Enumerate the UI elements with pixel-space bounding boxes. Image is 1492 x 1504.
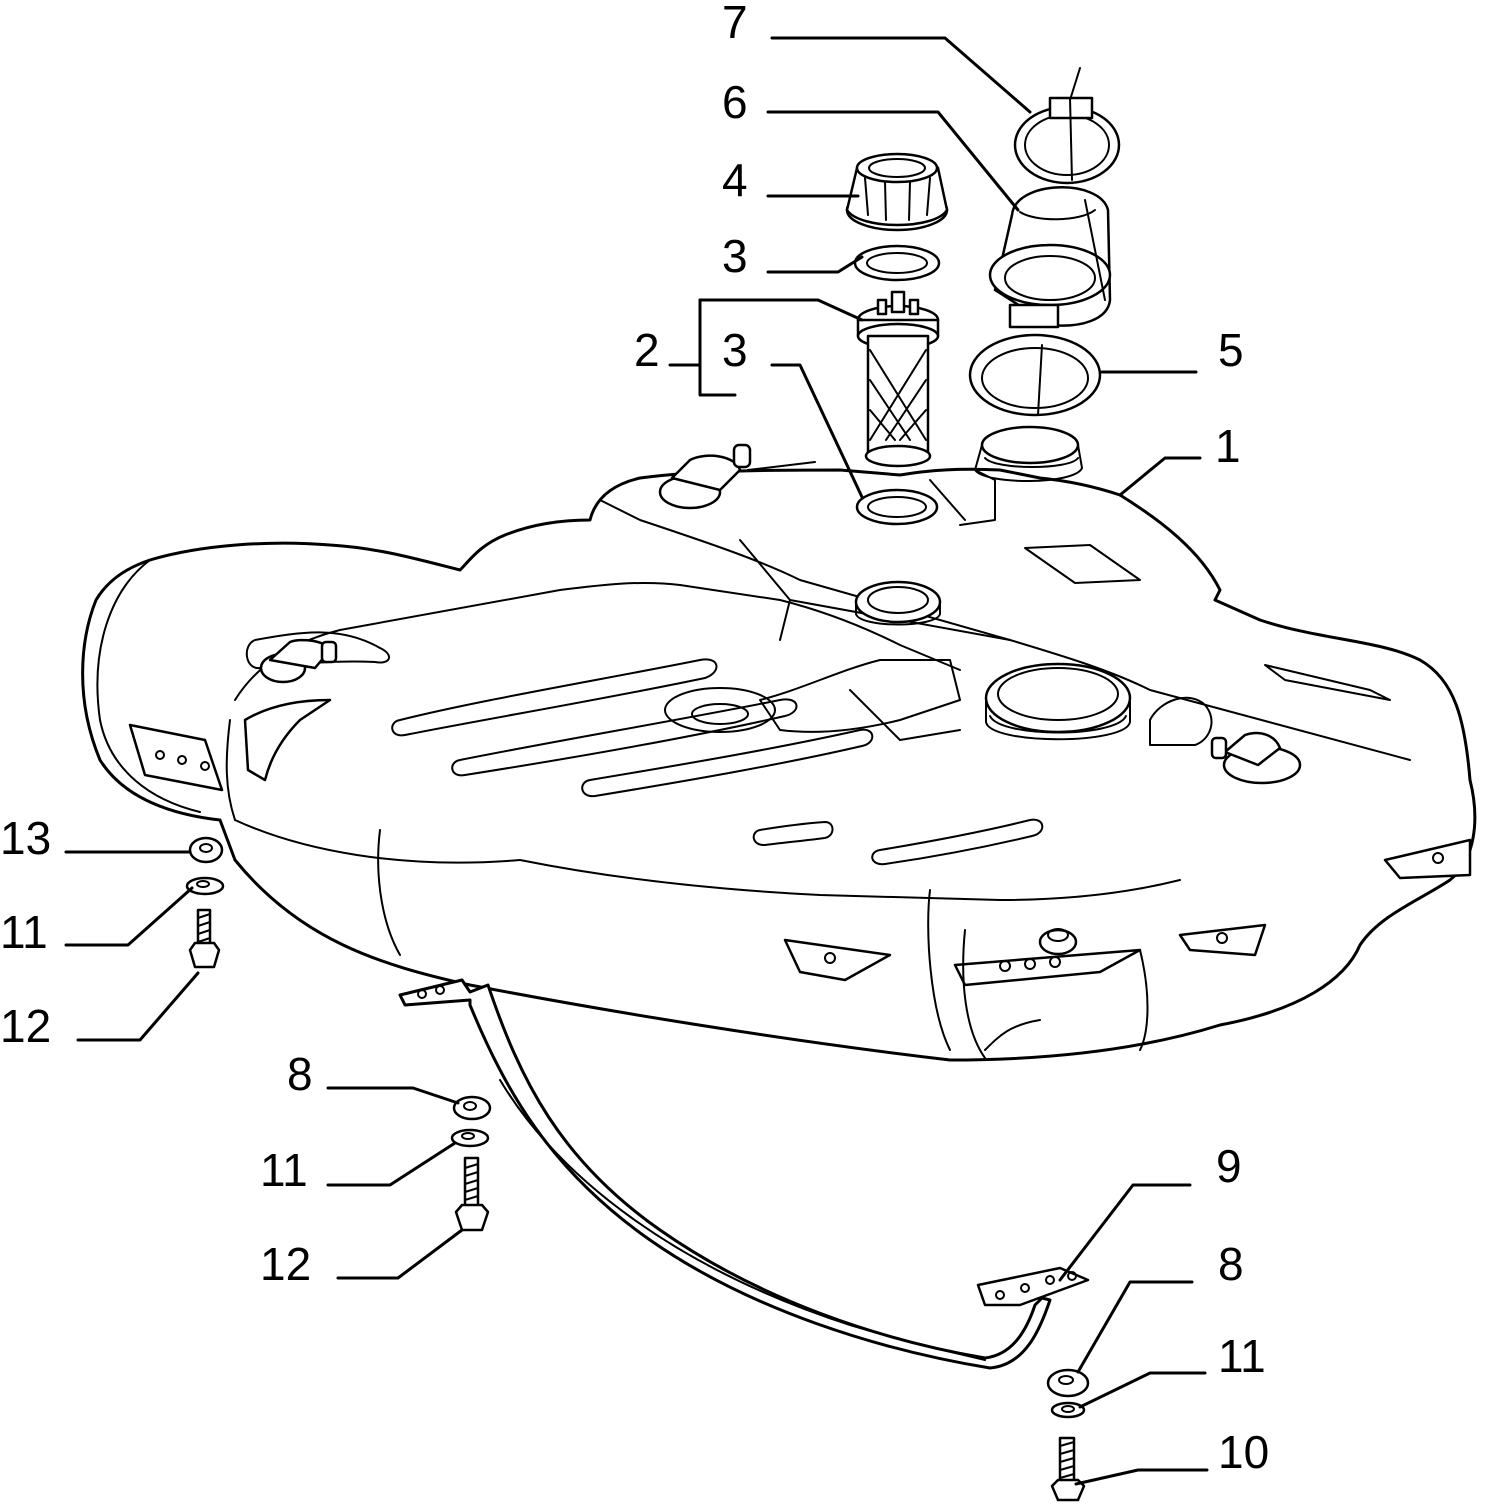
callout-3-lower: 3	[722, 324, 748, 376]
bolt-10	[1050, 1436, 1086, 1502]
callout-5: 5	[1218, 324, 1244, 376]
fuel-tank	[81, 425, 1477, 1062]
callout-1: 1	[1215, 420, 1241, 472]
lock-washer-11-left	[185, 876, 225, 896]
callout-labels: 1 2 3 3 4 5 6 7 8 8 9 10 11 11 11 12 12 …	[0, 0, 1269, 1478]
callout-6: 6	[722, 76, 748, 128]
callout-11-left: 11	[0, 906, 48, 958]
callout-13: 13	[0, 812, 51, 864]
filler-neck	[929, 425, 1083, 526]
nut-8-right	[1046, 1368, 1090, 1398]
filler-opening	[984, 662, 1132, 741]
callout-10: 10	[1218, 1426, 1269, 1478]
callout-8-right: 8	[1218, 1238, 1244, 1290]
callout-11-right: 11	[1218, 1330, 1266, 1382]
callout-8-middle: 8	[287, 1048, 313, 1100]
callout-12-left: 12	[0, 1000, 51, 1052]
callout-12-middle: 12	[260, 1238, 311, 1290]
vent-fitting-left	[259, 638, 338, 684]
washer-13	[188, 836, 224, 864]
callout-9: 9	[1216, 1140, 1242, 1192]
leader-lines	[64, 36, 1209, 1486]
lock-ring-nut	[845, 152, 949, 232]
callout-11-middle: 11	[260, 1144, 308, 1196]
bolt-12-middle	[454, 1156, 490, 1232]
callout-4: 4	[722, 154, 748, 206]
callout-2: 2	[634, 324, 660, 376]
seal-ring-upper	[853, 244, 941, 282]
fuel-pump-sender	[856, 290, 940, 468]
filler-hose	[988, 186, 1112, 327]
seal-ring-lower	[855, 488, 939, 526]
hose-clamp-lower	[968, 303, 1102, 417]
bolt-12-left	[188, 908, 221, 969]
nut-8-middle	[452, 1095, 492, 1121]
callout-7: 7	[722, 0, 748, 48]
callout-3-upper: 3	[722, 230, 748, 282]
pump-opening	[854, 580, 942, 626]
vent-fitting-top	[658, 443, 816, 510]
lock-washer-11-middle	[450, 1128, 490, 1148]
hose-clamp-upper	[1013, 96, 1121, 185]
lock-washer-11-right	[1050, 1401, 1086, 1419]
vent-fitting-right	[1210, 731, 1302, 785]
